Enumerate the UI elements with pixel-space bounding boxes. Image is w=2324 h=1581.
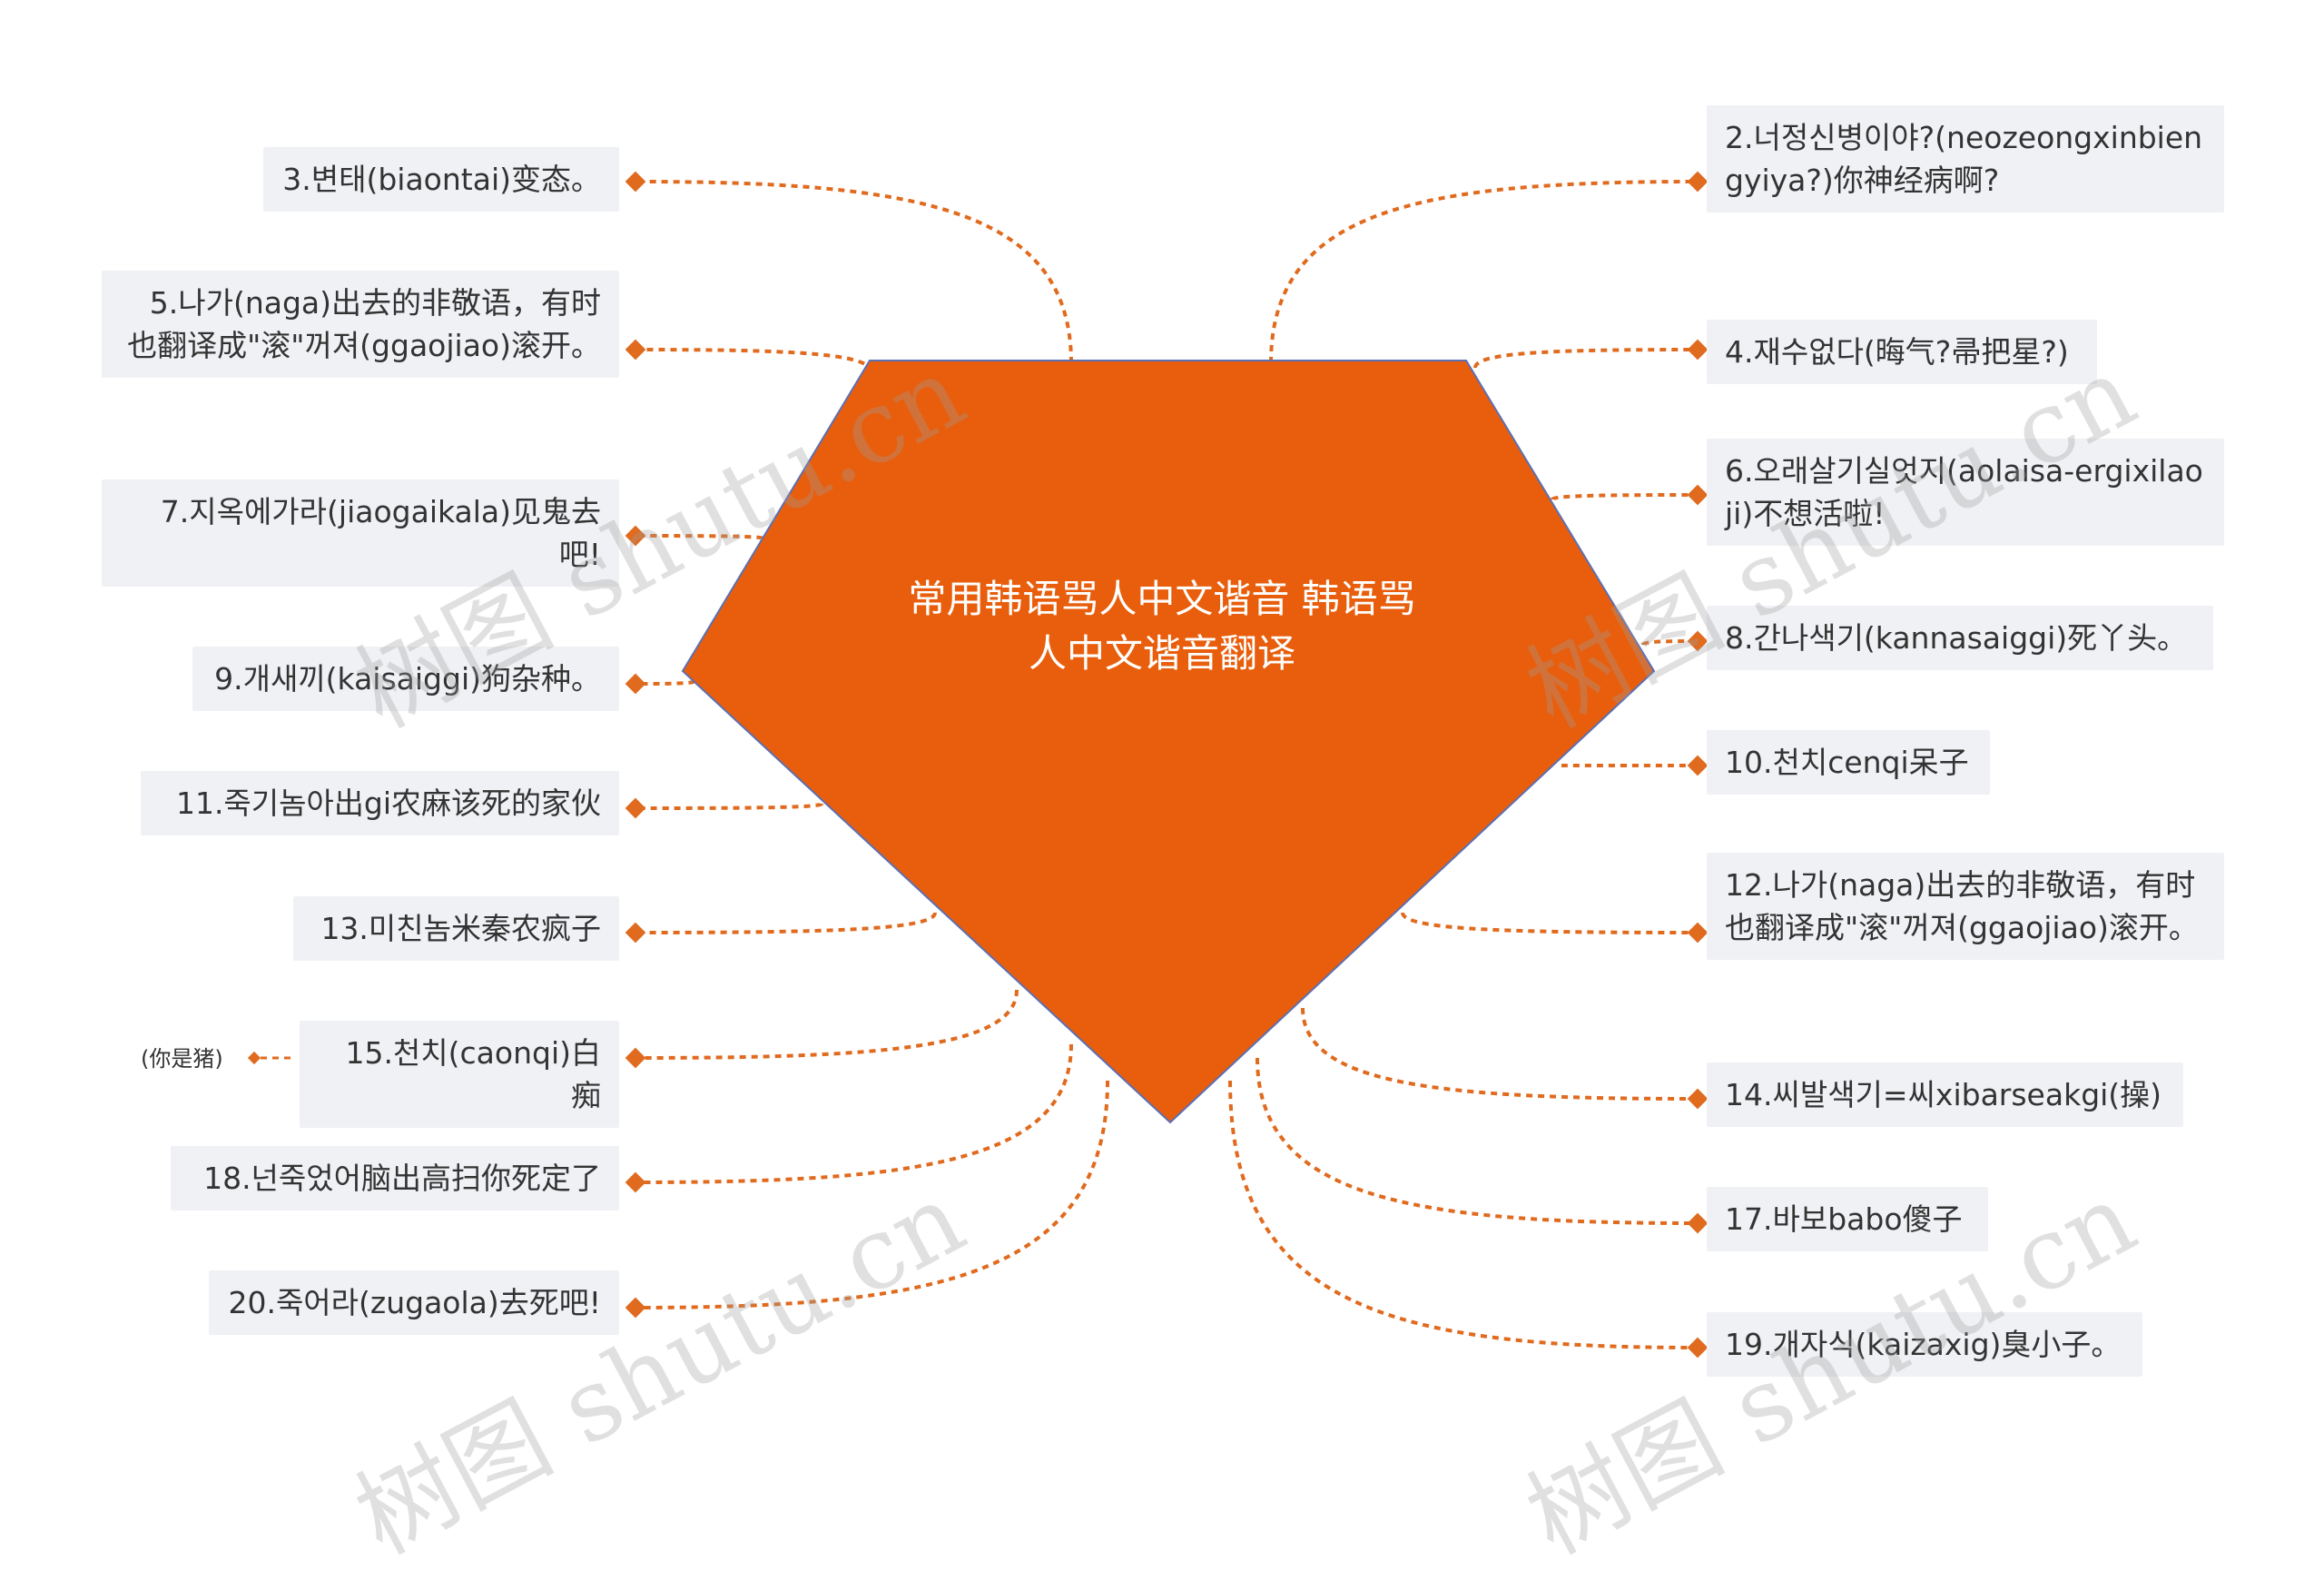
connector-line [1551,493,1699,501]
connector-diamond-dot [1687,339,1709,361]
topic-node-2[interactable]: 2.너정신병이야?(neozeongxinbiengyiya?)你神经病啊? [1707,105,2224,212]
connector-diamond-dot [625,797,646,819]
topic-node-8[interactable]: 8.간나색기(kannasaiggi)死丫头。 [1707,606,2213,670]
connector-line [1473,348,1699,369]
connector-line [635,534,764,540]
topic-node-7[interactable]: 7.지옥에가라(jiaogaikala)见鬼去吧! [102,479,619,587]
sub-connector-dot [247,1051,261,1065]
topic-node-12[interactable]: 12.나가(naga)出去的非敬语，有时也翻译成"滚"꺼져(ggaojiao)滚… [1707,853,2224,960]
connector-line [1641,639,1699,647]
connector-line [635,348,873,373]
connector-diamond-dot [1687,171,1709,193]
connector-line [635,989,1019,1060]
topic-node-4[interactable]: 4.재수없다(晦气?帚把星?) [1707,320,2097,384]
connector-diamond-dot [625,673,646,695]
connector-diamond-dot [1687,922,1709,944]
topic-node-15[interactable]: 15.천치(caonqi)白痴 [300,1021,619,1128]
connector-diamond-dot [1687,1337,1709,1359]
topic-node-3[interactable]: 3.변태(biaontai)变态。 [263,147,619,212]
sub-note-you-are-pig[interactable]: (你是猪) [141,1046,223,1072]
connector-diamond-dot [625,1297,646,1319]
connector-line [1401,912,1699,934]
topic-node-11[interactable]: 11.죽기놈아出gi农麻该死的家伙 [141,771,619,835]
connector-line [635,180,1073,364]
center-pentagon[interactable] [681,360,1656,1124]
topic-node-9[interactable]: 9.개새끼(kaisaiggi)狗杂种。 [192,647,619,711]
connector-diamond-dot [625,1047,646,1069]
topic-node-17[interactable]: 17.바보babo傻子 [1707,1187,1988,1251]
connector-diamond-dot [1687,755,1709,776]
topic-node-14[interactable]: 14.씨발색기=씨xibarseakgi(操) [1707,1062,2183,1127]
connector-line [1228,1080,1699,1349]
mind-map-canvas [247,171,1709,1359]
connector-line [635,912,937,934]
topic-node-13[interactable]: 13.미친놈米秦农疯子 [293,896,619,961]
connector-diamond-dot [625,1171,646,1193]
connector-line [635,802,823,810]
connector-line [1269,180,1699,364]
connector-diamond-dot [1687,1088,1709,1110]
connector-diamond-dot [1687,484,1709,506]
topic-node-10[interactable]: 10.천치cenqi呆子 [1707,730,1990,795]
connector-diamond-dot [625,922,646,944]
connector-diamond-dot [625,339,646,361]
connector-line [1256,1057,1699,1225]
connector-line [1301,1007,1699,1101]
connector-lines [254,180,1699,1349]
topic-node-5[interactable]: 5.나가(naga)出去的非敬语，有时也翻译成"滚"꺼져(ggaojiao)滚开… [102,271,619,378]
topic-node-20[interactable]: 20.죽어라(zugaola)去死吧! [209,1270,619,1335]
topic-node-19[interactable]: 19.개자식(kaizaxig)臭小子。 [1707,1312,2142,1377]
connector-line [635,1080,1109,1309]
connector-diamond-dot [625,171,646,193]
connector-line [635,1043,1073,1184]
center-topic-title[interactable]: 常用韩语骂人中文谐音 韩语骂人中文谐音翻译 [908,577,1416,676]
topic-node-18[interactable]: 18.넌죽었어脑出高扫你死定了 [171,1146,619,1210]
topic-node-6[interactable]: 6.오래살기실엇지(aolaisa-ergixilaoji)不想活啦! [1707,439,2224,546]
connector-diamond-dot [1687,1212,1709,1234]
connector-diamond-dot [625,525,646,547]
connector-diamond-dot [1687,630,1709,652]
